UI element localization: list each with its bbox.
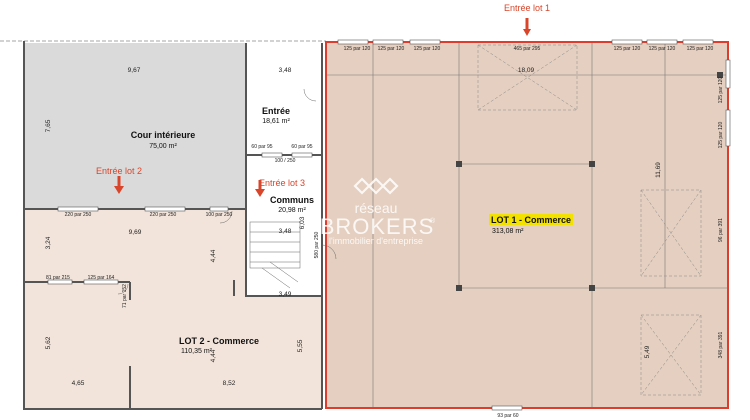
opening-label: 125 par 120 — [344, 46, 371, 52]
lot2-upper-height-dim: 3,24 — [45, 236, 52, 249]
communs-name: Communs — [270, 195, 314, 205]
dimension-labels: 9,67 7,65 3,48 18,09 11,69 5,49 3,48 6,0… — [45, 67, 662, 387]
stairs — [249, 221, 301, 289]
opening-label: 93 par 60 — [497, 413, 518, 419]
opening-label: 60 par 95 — [251, 144, 272, 150]
lot2-name: LOT 2 - Commerce — [179, 336, 259, 346]
opening-label: 100 par 250 — [206, 212, 233, 218]
opening-label: 125 par 164 — [88, 275, 115, 281]
opening-labels: 125 par 120 125 par 120 125 par 120 465 … — [46, 46, 724, 419]
opening-label: 60 par 95 — [291, 144, 312, 150]
opening-label: 125 par 120 — [414, 46, 441, 52]
lot2-right-height-dim: 5,55 — [297, 339, 304, 352]
entree-width-dim: 3,48 — [279, 67, 292, 74]
entrance-lot3-label: Entrée lot 3 — [259, 178, 305, 188]
lot2-upper-right-dim: 4,44 — [210, 249, 217, 262]
lot1-name: LOT 1 - Commerce — [491, 215, 571, 225]
watermark-line1: réseau — [355, 200, 398, 216]
lot1-structure — [326, 43, 728, 408]
doors — [117, 88, 337, 295]
lot1-fill — [326, 43, 728, 408]
lot2-bottom-left-dim: 4,65 — [72, 380, 85, 387]
lot2-lower-mid-dim: 4,44 — [210, 349, 217, 362]
opening-label: 100 / 250 — [275, 158, 296, 164]
lot2-stair-width-dim: 3,49 — [279, 291, 292, 298]
opening-label: 220 par 250 — [150, 212, 177, 218]
watermark-logo-mark — [353, 177, 399, 195]
opening-label: 125 par 120 — [614, 46, 641, 52]
opening-label: 125 par 120 — [687, 46, 714, 52]
opening-label: 125 par 120 — [718, 76, 724, 103]
lot2-windows — [47, 152, 313, 285]
cour-width-dim: 9,67 — [128, 67, 141, 74]
lot2-upper-width-dim: 9,69 — [129, 229, 142, 236]
opening-label: 125 par 120 — [718, 121, 724, 148]
lot1-bay-dim: 5,49 — [644, 345, 651, 358]
lot2-bottom-right-dim: 8,52 — [223, 380, 236, 387]
opening-label: 580 par 250 — [314, 231, 320, 258]
skylights — [477, 44, 702, 396]
opening-label: 125 par 120 — [378, 46, 405, 52]
lot1-name-highlight — [489, 214, 573, 225]
lot2-lower-height-dim: 5,62 — [45, 336, 52, 349]
opening-label: 71 par 152 — [122, 284, 128, 308]
cour-name: Cour intérieure — [131, 130, 196, 140]
lot1-height-dim: 11,69 — [655, 162, 662, 178]
watermark-line2: BROKERS — [320, 214, 435, 239]
opening-label: 220 par 250 — [65, 212, 92, 218]
communs-area: 20,98 m² — [278, 207, 306, 214]
opening-label: 81 par 215 — [46, 275, 70, 281]
lot1-area: 313,08 m² — [492, 228, 524, 235]
lot1-top-dim: 18,09 — [518, 67, 535, 74]
entrance-lot2-label: Entrée lot 2 — [96, 166, 142, 176]
entrance-lot1-label: Entrée lot 1 — [504, 3, 550, 13]
columns — [456, 72, 723, 291]
entree-fill — [247, 43, 321, 155]
cour-fill — [24, 43, 246, 208]
watermark-line3: l'immobilier d'entreprise — [329, 236, 423, 246]
lot1-border — [325, 41, 729, 409]
communs-height-dim: 6,03 — [299, 216, 306, 229]
entree-name: Entrée — [262, 106, 290, 116]
lot2-area: 110,35 m² — [181, 348, 213, 355]
lot1-windows — [337, 39, 731, 411]
cour-area: 75,00 m² — [149, 143, 177, 150]
opening-label: 125 par 120 — [649, 46, 676, 52]
reseau-brokers-watermark: réseau BROKERS ® l'immobilier d'entrepri… — [320, 177, 436, 246]
opening-label: 348 par 391 — [718, 331, 724, 358]
opening-label: 96 par 391 — [718, 218, 724, 242]
entree-area: 18,61 m² — [262, 118, 290, 125]
opening-label: 465 par 295 — [514, 46, 541, 52]
watermark-reg: ® — [430, 217, 436, 225]
communs-width-dim: 3,48 — [279, 228, 292, 235]
entrance-arrows — [114, 18, 531, 197]
lot2-stair-cut — [247, 209, 322, 296]
cour-height-dim: 7,65 — [45, 119, 52, 132]
